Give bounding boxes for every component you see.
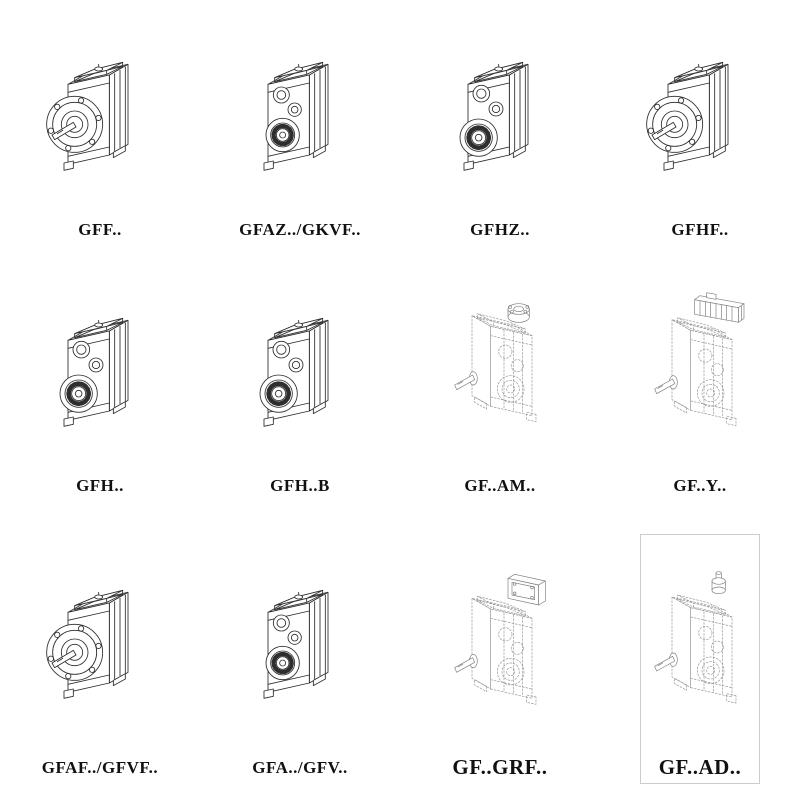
dashed-gearbox-input-flange-drawing [440,278,560,477]
model-label-gfh-b: GFH..B [270,476,330,495]
catalog-item-gfh-b: GFH..B [240,278,360,502]
model-label-gfhf: GFHF.. [671,220,729,239]
gf-y-drawing [640,278,760,477]
catalog-item-gfh: GFH.. [40,278,160,502]
catalog-item-gfa-gfv: GFA../GFV.. [240,534,360,784]
gfaz-gkvf-drawing [240,16,360,221]
gfhz-drawing [440,16,560,221]
model-label-gf-y: GF..Y.. [673,476,727,495]
catalog-item-gf-y: GF..Y.. [640,278,760,502]
bore-gearbox-drawing [240,545,360,749]
model-label-gfaz-gkvf: GFAZ../GKVF.. [240,220,360,239]
model-label-gf-am: GF..AM.. [464,476,536,495]
gff-drawing [40,16,160,221]
bore-gearbox-drawing [240,17,360,221]
dashed-gearbox-input-shaft-drawing [640,534,760,757]
flange-gearbox-drawing [640,17,760,221]
gfa-gfv-drawing [240,534,360,759]
catalog-item-gfhz: GFHZ.. [440,16,560,246]
gf-am-drawing [440,278,560,477]
flange-gearbox-drawing [40,17,160,221]
model-label-gf-ad: GF..AD.. [658,755,742,779]
dashed-gearbox-adapter-drawing [440,534,560,757]
catalog-item-gf-grf: GF..GRF.. [440,534,560,784]
catalog-item-gf-ad: GF..AD.. [640,534,760,784]
catalog-item-gf-am: GF..AM.. [440,278,560,502]
gfh-drawing [40,278,160,477]
flange-gearbox-drawing [40,545,160,749]
hollow-gearbox-drawing [240,278,360,477]
gf-ad-drawing [640,534,760,757]
model-label-gfaf-gfvf: GFAF../GFVF.. [41,758,159,777]
hollow-gearbox-drawing [40,278,160,477]
model-label-gf-grf: GF..GRF.. [452,755,548,779]
gfhf-drawing [640,16,760,221]
model-label-gfa-gfv: GFA../GFV.. [252,758,348,777]
catalog-item-gfhf: GFHF.. [640,16,760,246]
gf-grf-drawing [440,534,560,757]
gfaf-gfvf-drawing [40,534,160,759]
gfh-b-drawing [240,278,360,477]
model-label-gfh: GFH.. [76,476,124,495]
model-label-gff: GFF.. [78,220,122,239]
catalog-item-gff: GFF.. [40,16,160,246]
dashed-gearbox-motor-drawing [640,278,760,477]
hollow-gearbox-drawing [440,17,560,221]
catalog-item-gfaf-gfvf: GFAF../GFVF.. [40,534,160,784]
model-label-gfhz: GFHZ.. [470,220,530,239]
catalog-item-gfaz-gkvf: GFAZ../GKVF.. [240,16,360,246]
